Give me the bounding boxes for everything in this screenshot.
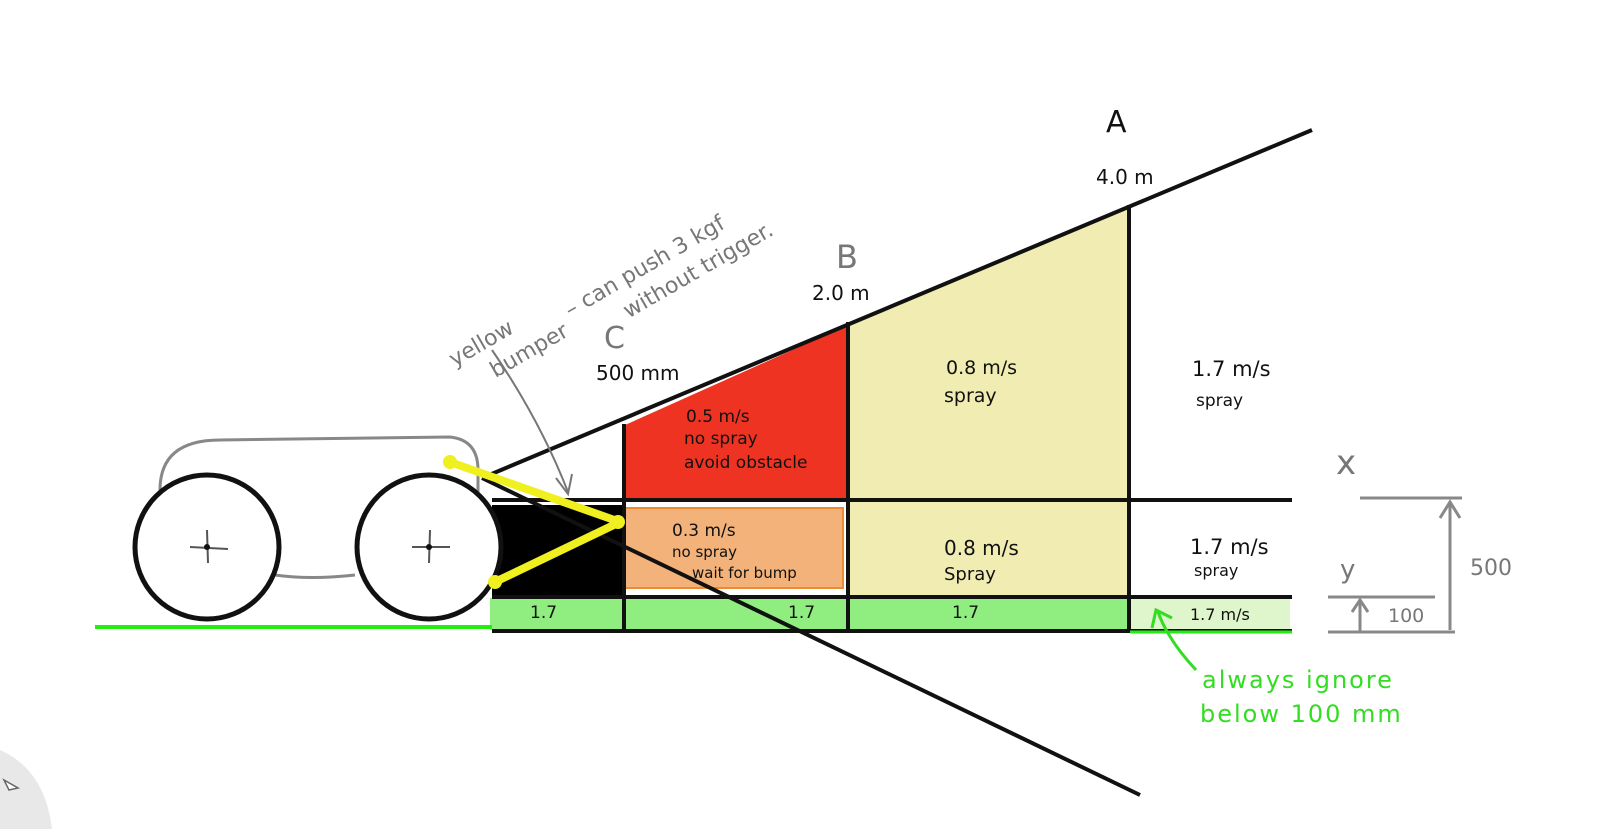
annotation-arrow (491, 349, 569, 493)
note-arrowhead (1150, 607, 1173, 629)
zone-c-mid-orange (624, 507, 844, 589)
zone-b-letter: B (836, 238, 858, 276)
cell-mid-a-line2: spray (1194, 561, 1238, 580)
zone-bottom-green (490, 598, 1130, 630)
cursor-icon (0, 750, 52, 829)
dim-100-label: 100 (1388, 605, 1424, 627)
dim-500-label: 500 (1470, 556, 1512, 581)
y-axis-label: y (1340, 555, 1355, 585)
cell-mid-b-line2: Spray (944, 564, 996, 585)
zone-c-distance: 500 mm (596, 361, 680, 385)
cell-top-a-line2: spray (1196, 391, 1243, 411)
zone-right-green-strip (1130, 598, 1290, 630)
note-arrow (1156, 611, 1198, 672)
cursor-overlay (0, 750, 60, 833)
cell-bottom-3: 1.7 (952, 603, 979, 623)
cell-bottom-1: 1.7 (530, 603, 557, 623)
x-axis-label: x (1336, 443, 1356, 483)
cell-mid-c-line2: no spray (672, 543, 737, 561)
zone-c-letter: C (604, 321, 625, 356)
zone-a-distance: 4.0 m (1096, 165, 1154, 189)
yellow-bumper (443, 455, 625, 589)
fov-lower-line (481, 476, 1141, 797)
cell-mid-c-line3: wait for bump (692, 564, 797, 582)
zone-a-letter: A (1106, 105, 1127, 140)
front-wheel (354, 472, 504, 622)
cell-top-b-line2: spray (944, 385, 997, 407)
annotation-arrowhead (555, 473, 573, 497)
cell-top-c-line2: no spray (684, 429, 758, 449)
cell-mid-a-line1: 1.7 m/s (1190, 535, 1269, 559)
cell-mid-c-line1: 0.3 m/s (672, 521, 736, 541)
cell-bottom-4: 1.7 m/s (1190, 605, 1250, 624)
note-line2: below 100 mm (1200, 700, 1403, 728)
cell-mid-b-line1: 0.8 m/s (944, 536, 1019, 560)
cell-top-c-line3: avoid obstacle (684, 453, 807, 473)
dim-100-arrowhead (1350, 597, 1370, 613)
zone-b-distance: 2.0 m (812, 281, 870, 305)
note-line1: always ignore (1202, 666, 1394, 694)
cell-bottom-2: 1.7 (788, 603, 815, 623)
cell-top-c-line1: 0.5 m/s (686, 407, 750, 427)
dim-500-arrowhead (1438, 499, 1462, 519)
rear-wheel (132, 472, 282, 622)
zone-c-top-red (625, 325, 848, 500)
fov-upper-line (481, 128, 1313, 480)
cell-top-b-line1: 0.8 m/s (946, 357, 1017, 379)
cell-top-a-line1: 1.7 m/s (1192, 357, 1271, 381)
